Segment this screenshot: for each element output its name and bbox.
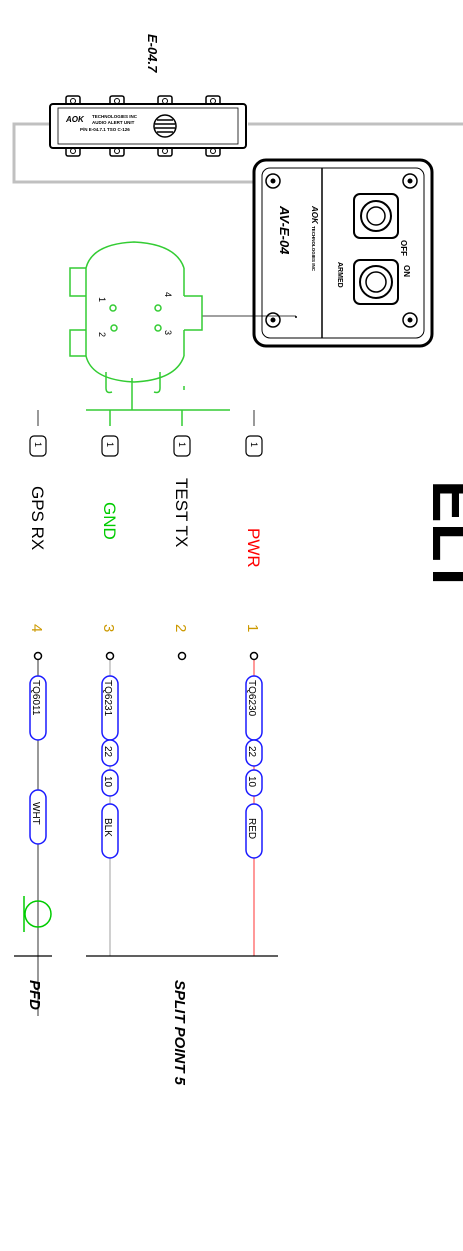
armed-label: ARMED	[336, 262, 343, 288]
page-label: ELT	[419, 480, 463, 596]
shield-ground-icon	[23, 896, 52, 932]
wire-gauge: 22	[102, 746, 113, 758]
splice-tag	[101, 435, 119, 457]
splice-tag	[245, 435, 263, 457]
pin-number: 4	[28, 624, 45, 632]
alert-unit-brand: AOK	[65, 115, 85, 124]
off-label: OFF	[399, 240, 408, 256]
connector-pin-1: 1	[97, 297, 107, 302]
alert-unit-line2: AUDIO ALERT UNIT	[92, 120, 135, 125]
signal-label: GND	[100, 502, 119, 540]
controller-label: AV-E-04	[277, 205, 292, 255]
wire-size: 10	[102, 776, 113, 788]
connector-pin-4: 4	[163, 292, 173, 297]
wire-gauge: 22	[246, 746, 257, 758]
splice-tag-label: 1	[177, 442, 187, 447]
wire-id: TQ6230	[246, 680, 257, 717]
splice-tag-label: 1	[249, 442, 259, 447]
splice-tag	[29, 435, 47, 457]
controller-brand: AOK	[310, 205, 319, 225]
wire-color: BLK	[102, 818, 113, 837]
alert-unit-line1: TECHNOLOGIES INC	[92, 114, 138, 119]
splice-tag-label: 1	[33, 442, 43, 447]
alert-unit-line3: P/N E-04.7.1 TSO C-126	[80, 127, 130, 132]
wire-gnd: 1 GND 3 TQ6231 22 10 BLK	[100, 435, 119, 956]
signal-label: PWR	[244, 528, 263, 568]
signal-label: GPS RX	[28, 486, 47, 550]
connector-pin-2: 2	[97, 332, 107, 337]
destination-pfd: PFD	[26, 980, 43, 1010]
wire-id: TQ6231	[102, 680, 113, 717]
wire-pwr: 1 PWR 1 TQ6230 22 10 RED	[244, 410, 263, 956]
speaker-icon	[153, 114, 177, 138]
connector-pin-3: 3	[163, 330, 173, 335]
d-sub-connector	[69, 241, 230, 426]
armed-switch	[353, 259, 399, 305]
pin-number: 2	[172, 624, 189, 632]
off-switch	[353, 193, 399, 239]
signal-label: TEST TX	[172, 478, 191, 547]
wire-size: 10	[246, 776, 257, 788]
wire-color: RED	[246, 818, 257, 839]
destination-split-point: SPLIT POINT 5	[171, 980, 188, 1086]
on-label: ON	[402, 265, 411, 277]
pin-number: 3	[100, 624, 117, 632]
wire-gps-rx: 1 GPS RX 4 TQ6011 WHT	[23, 410, 52, 1016]
wire-test-tx: 1 TEST TX 2	[172, 435, 191, 661]
wire-color: WHT	[30, 802, 41, 825]
audio-alert-unit: E-04.7 AOK TECHNOLOGIES INC AUDIO ALERT …	[49, 34, 247, 157]
splice-tag-label: 1	[105, 442, 115, 447]
alert-unit-label: E-04.7	[145, 34, 160, 73]
wire-id: TQ6011	[30, 680, 41, 716]
harness-cable	[12, 122, 463, 184]
controller-tech: TECHNOLOGIES INC	[311, 226, 316, 272]
splice-tag	[173, 435, 191, 457]
elt-controller: AV-E-04 AOK TECHNOLOGIES INC OFF ON ARME…	[252, 158, 434, 348]
pin-number: 1	[244, 624, 261, 632]
